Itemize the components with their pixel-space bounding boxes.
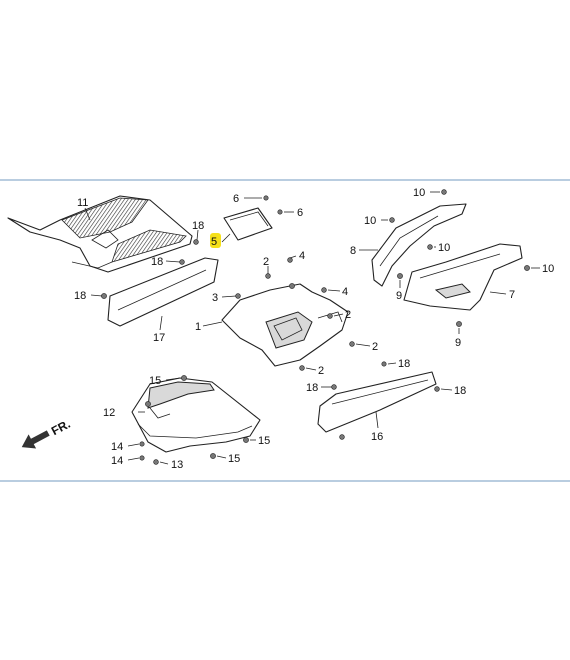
callout-18-center: 18 bbox=[306, 382, 318, 394]
callout-4-right: 4 bbox=[342, 286, 348, 298]
callout-16: 16 bbox=[371, 431, 383, 443]
callout-2-bottom: 2 bbox=[318, 365, 324, 377]
callout-6-top: 6 bbox=[233, 193, 239, 205]
callout-5-highlight bbox=[210, 233, 221, 248]
callouts: 11 18 18 18 17 5 6 6 2 4 3 1 4 2 2 2 18 … bbox=[74, 187, 554, 471]
callout-10-top: 10 bbox=[413, 187, 425, 199]
fasteners bbox=[101, 189, 530, 465]
callout-2-right-low: 2 bbox=[372, 341, 378, 353]
callout-10-mid: 10 bbox=[438, 242, 450, 254]
part-8-upper-bracket bbox=[371, 203, 467, 287]
callout-12: 12 bbox=[103, 407, 115, 419]
part-11-floor-panel bbox=[7, 195, 193, 273]
callout-2-center-top: 2 bbox=[263, 256, 269, 268]
callout-18-right-top: 18 bbox=[398, 358, 410, 370]
callout-13: 13 bbox=[171, 459, 183, 471]
callout-15-right: 15 bbox=[258, 435, 270, 447]
callout-18-left-top: 18 bbox=[192, 220, 204, 232]
callout-4-center-top: 4 bbox=[299, 250, 305, 262]
callout-15-bottom: 15 bbox=[228, 453, 240, 465]
part-5-cover-lid bbox=[223, 207, 273, 241]
callout-2-right: 2 bbox=[345, 309, 351, 321]
callout-1: 1 bbox=[195, 321, 201, 333]
front-direction-indicator: FR. bbox=[21, 417, 73, 449]
callout-5: 5 bbox=[211, 236, 217, 248]
part-7-side-panel bbox=[403, 243, 523, 311]
callout-18-left-mid: 18 bbox=[151, 256, 163, 268]
callout-11: 11 bbox=[77, 197, 88, 209]
callout-10-right: 10 bbox=[542, 263, 554, 275]
callout-14-lower: 14 bbox=[111, 455, 123, 467]
leader-lines bbox=[84, 191, 540, 465]
callout-9-lower: 9 bbox=[455, 337, 461, 349]
part-16-right-side-cover bbox=[317, 371, 437, 433]
callout-3: 3 bbox=[212, 292, 218, 304]
callout-10-upper: 10 bbox=[364, 215, 376, 227]
front-direction-label: FR. bbox=[49, 417, 73, 438]
part-1-center-frame bbox=[221, 283, 349, 367]
part-12-lower-cover bbox=[131, 377, 261, 453]
callout-17: 17 bbox=[153, 332, 165, 344]
callout-14-upper: 14 bbox=[111, 441, 123, 453]
callout-15-top: 15 bbox=[149, 375, 161, 387]
callout-7: 7 bbox=[509, 289, 515, 301]
callout-6-right: 6 bbox=[297, 207, 303, 219]
callout-9-upper: 9 bbox=[396, 290, 402, 302]
front-arrow-icon bbox=[21, 430, 50, 449]
part-17-side-rail bbox=[107, 257, 219, 327]
callout-18-right: 18 bbox=[454, 385, 466, 397]
callout-18-left-low: 18 bbox=[74, 290, 86, 302]
callout-8: 8 bbox=[350, 245, 356, 257]
